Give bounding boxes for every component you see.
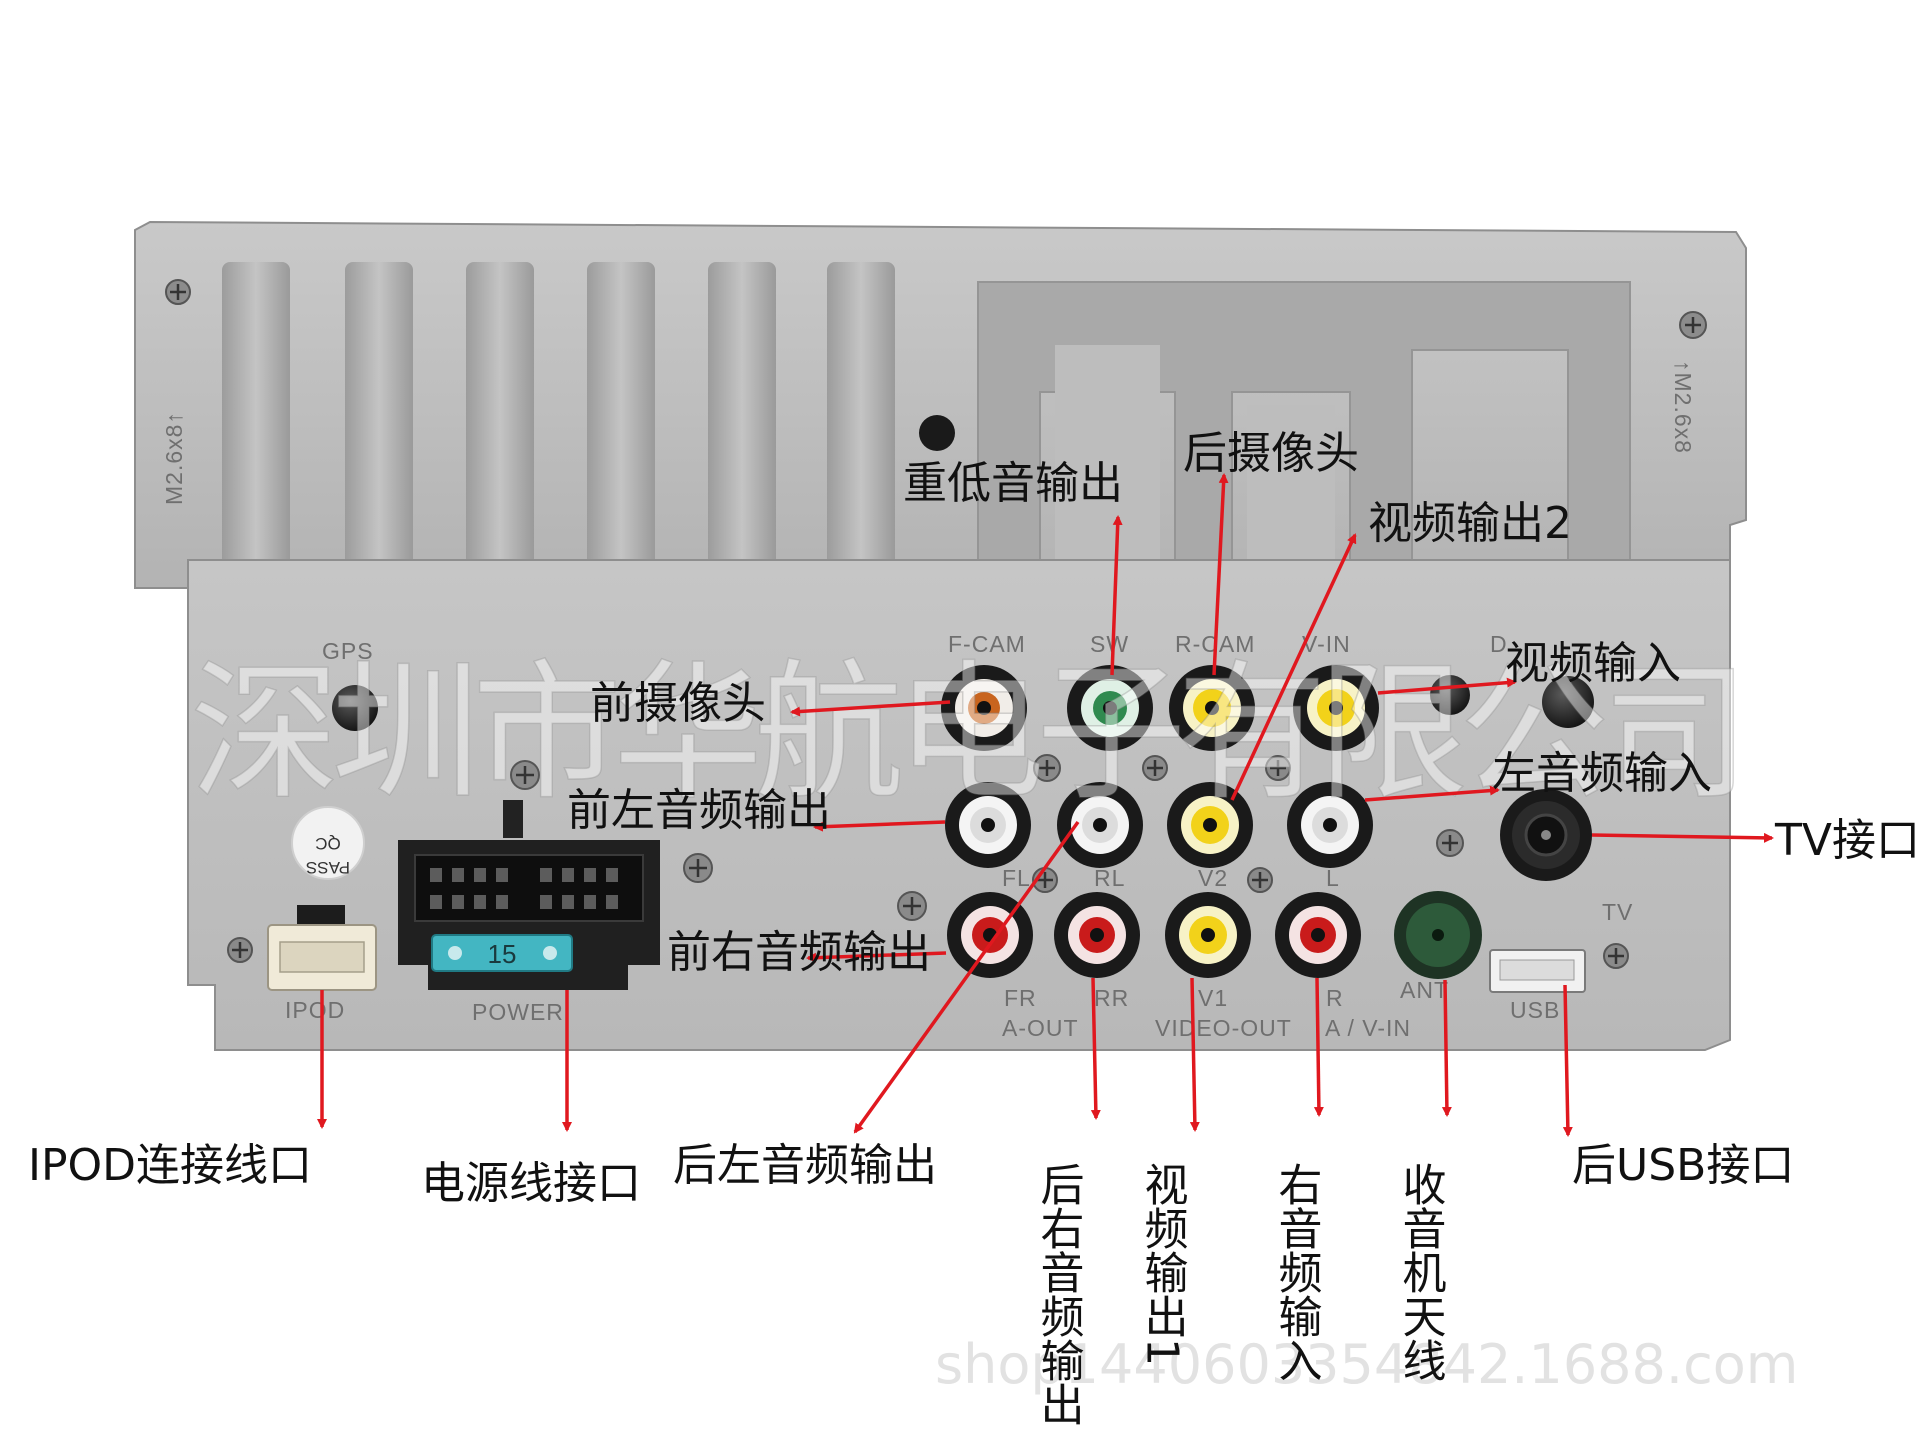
- arrow-rear-camera: [1212, 473, 1229, 676]
- v2-label: V2: [1198, 865, 1228, 891]
- caption-left-audio-in: 左音频输入: [1492, 748, 1712, 799]
- captions: 重低音输出 后摄像头 视频输出2 前摄像头 视频输入 前左音频输出 左音频输入 …: [28, 428, 1920, 1426]
- mounting-hole: [919, 415, 955, 451]
- caption-video-in: 视频输入: [1505, 638, 1681, 689]
- screw-icon: [1436, 829, 1464, 857]
- screw-icon: [165, 279, 191, 305]
- caption-rear-right-audio-out: 后右音频输出: [1033, 1162, 1084, 1426]
- caption-subwoofer-out: 重低音输出: [903, 458, 1123, 509]
- caption-video-out-2: 视频输出2: [1368, 498, 1572, 549]
- caption-rear-usb: 后USB接口: [1572, 1140, 1794, 1191]
- sw-label: SW: [1090, 631, 1129, 657]
- screw-icon: [1142, 755, 1168, 781]
- gps-label: GPS: [322, 638, 374, 664]
- caption-right-audio-in: 右音频输入: [1271, 1162, 1322, 1382]
- screw-icon: [1265, 755, 1291, 781]
- usb-label: USB: [1510, 997, 1560, 1023]
- arrow-front-right: [806, 951, 947, 963]
- arrow-video-out-2: [1230, 533, 1357, 801]
- video-out-label: VIDEO-OUT: [1155, 1015, 1292, 1041]
- aux-hole: [1542, 676, 1594, 728]
- f-cam-label: F-CAM: [948, 631, 1026, 657]
- fuse-icon: 15: [431, 934, 573, 972]
- fuse-rating: 15: [488, 939, 517, 969]
- screw-icon: [683, 853, 713, 883]
- arrow-usb: [1562, 984, 1573, 1137]
- antenna-connector[interactable]: [1394, 891, 1482, 979]
- a-out-label: A-OUT: [1002, 1015, 1079, 1041]
- fl-label: FL: [1002, 865, 1031, 891]
- rca-jack-sw[interactable]: [1067, 665, 1153, 751]
- rca-jack-v1[interactable]: [1165, 892, 1251, 978]
- rca-jack-r-cam[interactable]: [1169, 665, 1255, 751]
- caption-tv-port: TV接口: [1774, 815, 1920, 866]
- rca-jack-rl[interactable]: [1057, 782, 1143, 868]
- arrow-rear-right: [1090, 977, 1101, 1120]
- l-label: L: [1326, 865, 1340, 891]
- arrow-right-audio-in: [1313, 977, 1324, 1117]
- usb-connector[interactable]: [1489, 949, 1586, 993]
- arrow-antenna: [1441, 979, 1452, 1117]
- arrow-video-out-1: [1189, 977, 1200, 1132]
- screw-icon: [1603, 943, 1629, 969]
- heatsink-housing: M2.6x8↑ ↑M2.6x8: [134, 220, 1747, 589]
- screw-spec-left: M2.6x8↑: [161, 411, 187, 505]
- rca-jack-f-cam[interactable]: [941, 665, 1027, 751]
- power-label: POWER: [472, 999, 564, 1025]
- caption-front-right-audio-out: 前右音频输出: [667, 927, 931, 978]
- heatsink-fins: [222, 262, 1631, 580]
- rca-jack-v-in[interactable]: [1293, 665, 1379, 751]
- shop-url-watermark: shop1440603354842.1688.com: [935, 1333, 1798, 1396]
- caption-front-camera: 前摄像头: [590, 678, 766, 729]
- caption-front-left-audio-out: 前左音频输出: [567, 785, 831, 836]
- rca-jack-r[interactable]: [1275, 892, 1361, 978]
- a-v-in-label: A / V-IN: [1325, 1015, 1411, 1041]
- d-label: D: [1490, 631, 1508, 657]
- rca-jack-v2[interactable]: [1167, 782, 1253, 868]
- screw-icon: [1679, 311, 1707, 339]
- arrow-left-audio-in: [1364, 785, 1500, 802]
- screw-icon: [1247, 867, 1273, 893]
- arrow-rear-left: [853, 820, 1080, 1134]
- arrow-tv: [1591, 832, 1774, 843]
- arrow-front-left: [813, 820, 946, 832]
- arrow-subwoofer: [1110, 515, 1123, 676]
- screw-spec-right: ↑M2.6x8: [1670, 360, 1696, 454]
- qc-text: QC: [315, 834, 341, 853]
- caption-power-port: 电源线接口: [421, 1158, 641, 1209]
- pass-text: PASS: [306, 858, 350, 877]
- rr-label: RR: [1094, 985, 1129, 1011]
- caption-rear-left-audio-out: 后左音频输出: [673, 1140, 937, 1191]
- tv-label: TV: [1602, 899, 1633, 925]
- arrow-front-camera: [790, 700, 951, 717]
- rca-jack-l[interactable]: [1287, 782, 1373, 868]
- screw-icon: [227, 937, 253, 963]
- ant-label: ANT: [1400, 977, 1449, 1003]
- power-connector[interactable]: 15: [398, 800, 660, 990]
- ipod-label: IPOD: [285, 997, 345, 1023]
- v1-label: V1: [1198, 985, 1228, 1011]
- caption-ipod-port: IPOD连接线口: [28, 1140, 312, 1191]
- screw-icon: [897, 891, 927, 921]
- caption-video-out-1: 视频输出1: [1137, 1162, 1188, 1366]
- gps-antenna-port: [332, 685, 378, 731]
- rca-jack-fl[interactable]: [945, 782, 1031, 868]
- caption-rear-camera: 后摄像头: [1183, 428, 1359, 479]
- fr-label: FR: [1004, 985, 1037, 1011]
- arrow-video-in: [1377, 677, 1517, 695]
- caption-radio-antenna: 收音机天线: [1395, 1162, 1446, 1382]
- rca-jack-rr[interactable]: [1054, 892, 1140, 978]
- tv-antenna-connector[interactable]: [1500, 789, 1592, 881]
- ipod-connector[interactable]: [267, 905, 377, 991]
- r-label: R: [1326, 985, 1344, 1011]
- rl-label: RL: [1094, 865, 1125, 891]
- screw-icon: [510, 760, 540, 790]
- annotation-arrows: [317, 473, 1774, 1137]
- qc-pass-sticker: QC PASS: [291, 806, 365, 880]
- screw-icon: [1033, 754, 1061, 782]
